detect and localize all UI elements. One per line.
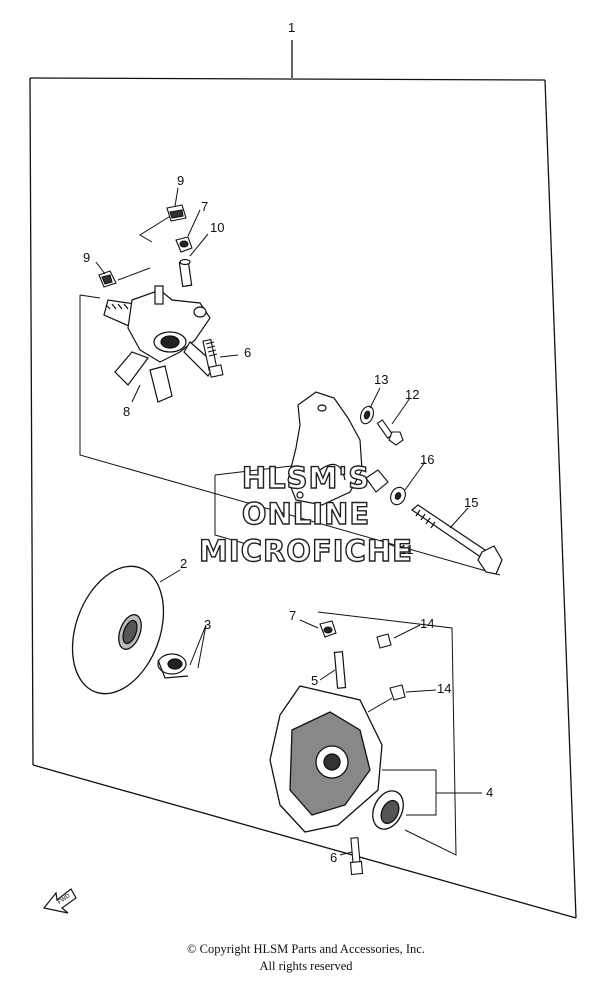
copyright-notice: © Copyright HLSM Parts and Accessories, … — [187, 942, 425, 956]
watermark-line-3: MICROFICHE — [199, 534, 413, 568]
callout-12: 12 — [405, 387, 419, 402]
part-9-upper — [166, 204, 187, 222]
callout-6-upper: 6 — [244, 345, 251, 360]
part-9-lower — [98, 270, 117, 288]
callout-3: 3 — [204, 617, 211, 632]
assembly-frame — [29, 40, 577, 919]
callout-7-lower: 7 — [289, 608, 296, 623]
callout-16: 16 — [420, 452, 434, 467]
part-7-lower — [319, 620, 337, 638]
part-16-bushing — [365, 469, 406, 506]
callout-labels: 1 9 7 10 9 6 8 13 12 16 15 11 2 3 7 14 5… — [83, 20, 493, 865]
part-10-pin — [178, 258, 193, 288]
fwd-arrow-icon: FWD — [42, 888, 77, 914]
part-8-spider — [103, 285, 216, 403]
callout-4: 4 — [486, 785, 493, 800]
callout-10: 10 — [210, 220, 224, 235]
watermark-line-1: HLSM'S — [242, 461, 370, 495]
part-13-washer — [360, 405, 374, 425]
watermark-line-2: ONLINE — [242, 497, 370, 531]
part-3-spacer — [157, 653, 189, 679]
part-11-cover — [287, 391, 363, 506]
group-brackets — [79, 214, 501, 856]
callout-15: 15 — [464, 495, 478, 510]
callout-6-lower: 6 — [330, 850, 337, 865]
part-14-nuts — [376, 633, 406, 701]
callout-1: 1 — [288, 20, 295, 35]
callout-9-lower: 9 — [83, 250, 90, 265]
part-12-bolt — [376, 419, 404, 446]
leader-lines — [95, 187, 482, 856]
callout-14-lower: 14 — [437, 681, 451, 696]
callout-11: 11 — [400, 542, 414, 557]
callout-5: 5 — [311, 673, 318, 688]
callout-9-upper: 9 — [177, 173, 184, 188]
watermark: HLSM'S ONLINE MICROFICHE — [198, 460, 413, 568]
callout-14-upper: 14 — [420, 616, 434, 631]
part-6-upper-bolt — [202, 338, 224, 378]
part-6-lower-bolt — [349, 837, 364, 876]
part-2-sheave — [71, 565, 165, 695]
callout-13: 13 — [374, 372, 388, 387]
part-4-movable-sheave — [269, 685, 404, 833]
part-7-upper — [175, 236, 193, 253]
part-5-pin — [333, 651, 347, 689]
part-15-bolt — [411, 504, 503, 575]
callout-8: 8 — [123, 404, 130, 419]
callout-7-upper: 7 — [201, 199, 208, 214]
callout-2: 2 — [180, 556, 187, 571]
rights-notice: All rights reserved — [259, 959, 353, 973]
